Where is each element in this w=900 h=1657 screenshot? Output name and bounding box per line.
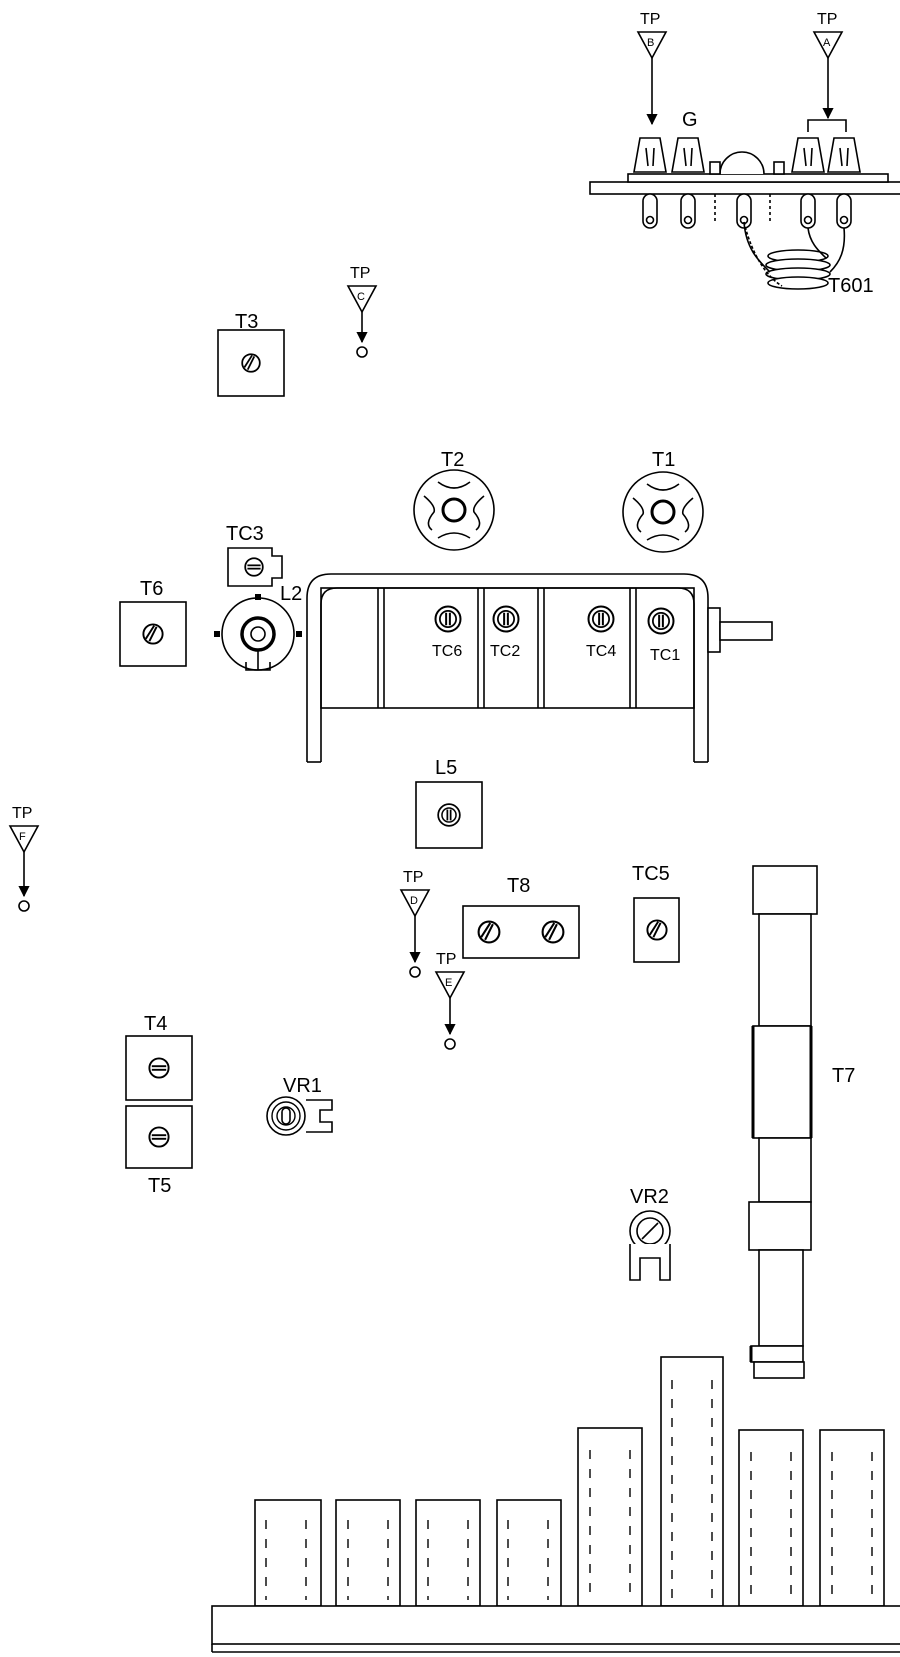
tp-b-letter: B <box>647 37 654 49</box>
label-tc4: TC4 <box>586 643 616 660</box>
trimmer-tc2: TC2 <box>490 605 520 660</box>
tp-a-label: TP <box>817 11 837 28</box>
test-point-c: TP C <box>346 265 378 358</box>
label-tc3: TC3 <box>226 523 264 545</box>
tp-e-letter: E <box>445 977 452 989</box>
transformer-t2: T2 <box>413 449 495 551</box>
test-point-d: TP D <box>399 869 431 978</box>
tp-d-label: TP <box>403 869 423 886</box>
test-point-b: TP B <box>636 11 668 126</box>
potentiometer-vr1: VR1 <box>266 1075 333 1136</box>
label-l2: L2 <box>280 583 302 605</box>
trimmer-tc3: TC3 <box>226 523 283 587</box>
label-g: G <box>682 109 698 131</box>
label-t4: T4 <box>144 1013 167 1035</box>
label-t1: T1 <box>652 449 675 471</box>
label-t5: T5 <box>148 1175 171 1197</box>
trimmer-tc5: TC5 <box>632 863 680 963</box>
coil-t3: T3 <box>217 311 285 397</box>
tuning-capacitor <box>306 573 773 763</box>
coil-t5: T5 <box>125 1105 193 1197</box>
label-tc2: TC2 <box>490 643 520 660</box>
test-point-e: TP E <box>434 951 466 1050</box>
label-t6: T6 <box>140 578 163 600</box>
label-t601: T601 <box>828 275 874 297</box>
terminal-b <box>633 137 667 229</box>
label-l5: L5 <box>435 757 457 779</box>
coil-t7: T7 <box>748 865 855 1379</box>
label-vr2: VR2 <box>630 1186 669 1208</box>
coil-t6: T6 <box>119 578 187 667</box>
coil-l2: L2 <box>214 583 302 671</box>
trimmer-tc4: TC4 <box>586 605 616 660</box>
label-tc6: TC6 <box>432 643 462 660</box>
transformer-t601: T601 <box>743 221 874 297</box>
trimmer-tc6: TC6 <box>432 605 462 660</box>
tp-f-letter: F <box>19 831 26 843</box>
terminal-center <box>709 151 785 229</box>
tp-c-letter: C <box>357 291 365 303</box>
test-point-f: TP F <box>8 805 40 912</box>
terminal-a2 <box>827 137 861 229</box>
trimmer-tc1: TC1 <box>647 607 680 664</box>
label-t7: T7 <box>832 1065 855 1087</box>
terminal-g <box>671 137 705 229</box>
tp-b-label: TP <box>640 11 660 28</box>
transformer-t1: T1 <box>622 449 704 553</box>
label-t3: T3 <box>235 311 258 333</box>
tp-c-label: TP <box>350 265 370 282</box>
tp-e-label: TP <box>436 951 456 968</box>
label-t8: T8 <box>507 875 530 897</box>
terminal-board <box>589 119 900 229</box>
coil-t4: T4 <box>125 1013 193 1101</box>
test-point-a: TP A <box>812 11 844 120</box>
tp-a-letter: A <box>823 37 831 49</box>
label-vr1: VR1 <box>283 1075 322 1097</box>
coil-t8: T8 <box>462 875 580 959</box>
label-tc1: TC1 <box>650 647 680 664</box>
component-row <box>254 1356 885 1607</box>
coil-l5: L5 <box>415 757 483 849</box>
chassis-rail <box>211 1605 900 1653</box>
tp-f-label: TP <box>12 805 32 822</box>
label-tc5: TC5 <box>632 863 670 885</box>
potentiometer-vr2: VR2 <box>629 1186 671 1281</box>
label-t2: T2 <box>441 449 464 471</box>
tp-d-letter: D <box>410 895 418 907</box>
